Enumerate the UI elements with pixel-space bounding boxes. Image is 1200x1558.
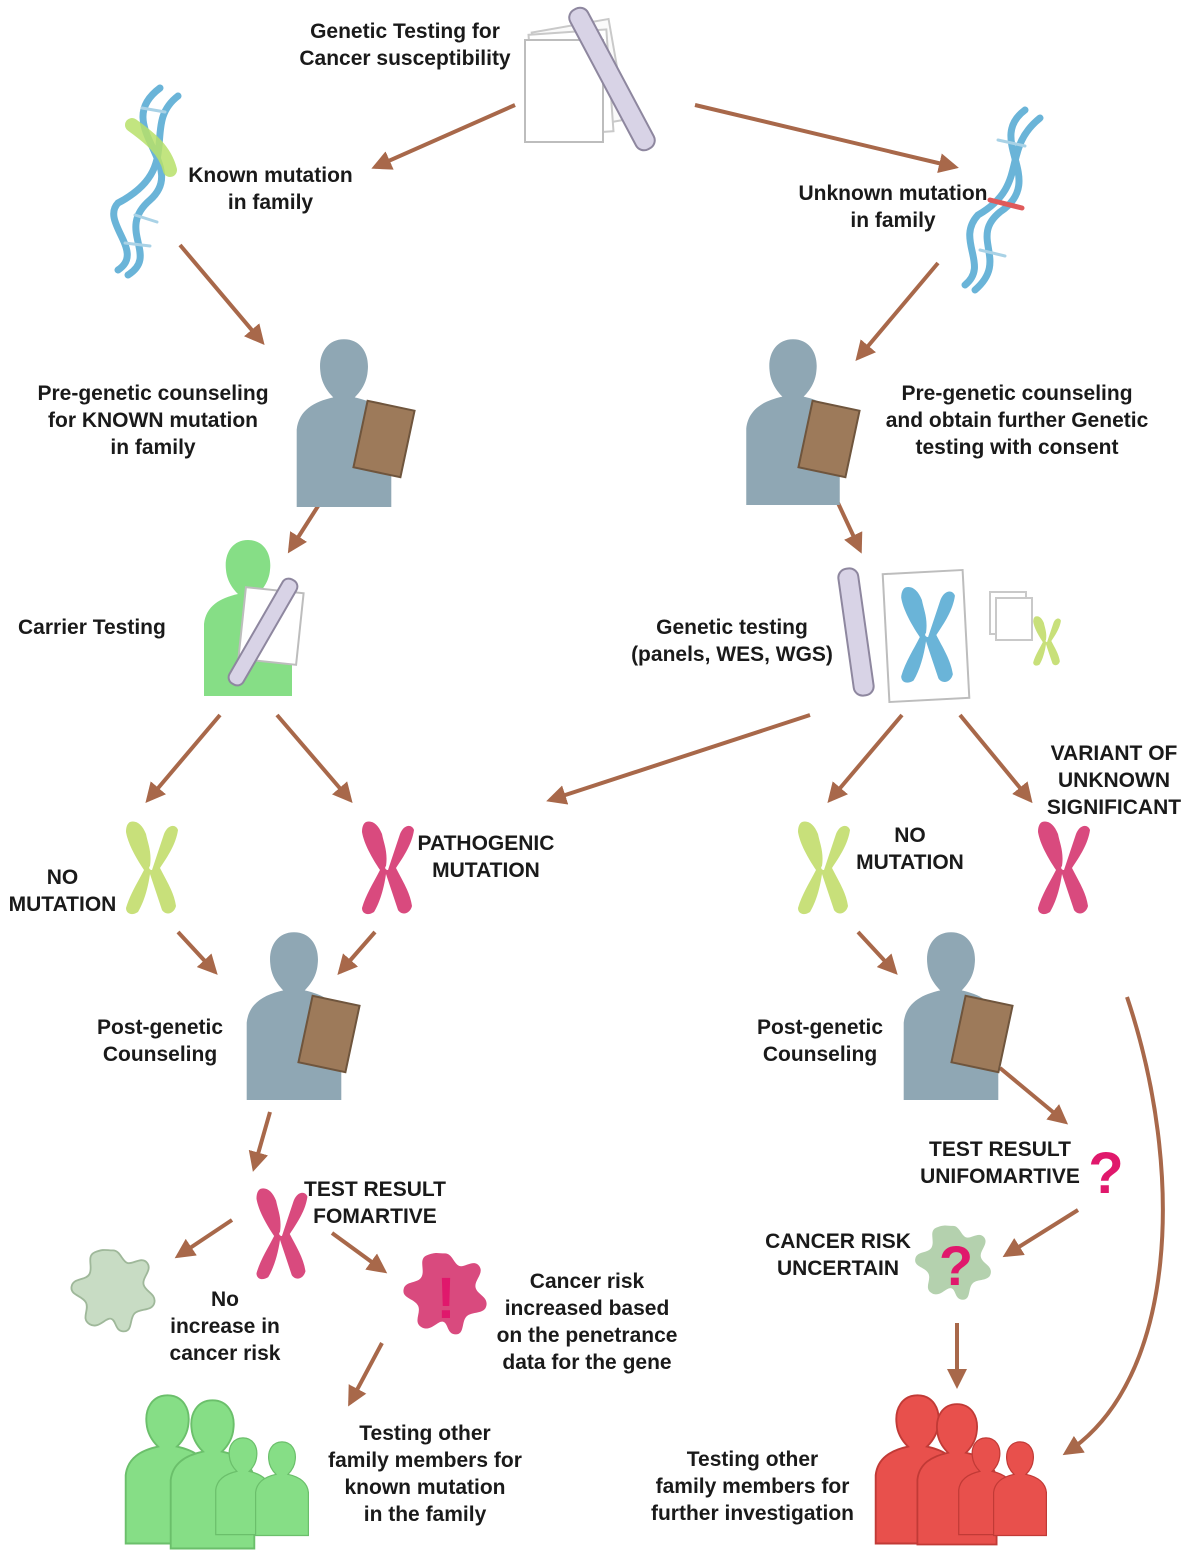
counselor-post-right-icon	[903, 932, 1014, 1100]
arrow-carrier-to-no-mutation	[145, 713, 222, 804]
chromosome-no-mutation-left-icon	[126, 821, 178, 915]
genetic-testing-icons	[837, 567, 1061, 704]
arrow-pre-to-genetic	[836, 502, 863, 554]
counselor-pre-unknown-icon	[746, 339, 861, 505]
label-cancer-risk-uncertain: CANCER RISK UNCERTAIN	[765, 1230, 911, 1280]
label-pre-counseling-unknown: Pre-genetic counseling and obtain furthe…	[885, 382, 1149, 459]
dna-unknown-mutation-icon	[961, 106, 1044, 294]
arrow-top-to-known	[371, 103, 516, 170]
arrow-post-to-result	[248, 1111, 272, 1172]
counselor-post-left-icon	[246, 932, 361, 1100]
arrow-top-to-unknown	[694, 103, 959, 174]
arrow-risk-to-family-known	[348, 1342, 384, 1407]
arrow-genetic-to-vus	[958, 713, 1033, 804]
arrow-result-to-uncertain	[1002, 1208, 1080, 1258]
arrow-genetic-to-no-mutation	[827, 713, 904, 804]
label-post-counseling-left: Post-genetic Counseling	[96, 1016, 224, 1066]
arrow-pathogenic-to-post	[337, 930, 377, 976]
arrow-no-mutation-to-post	[176, 930, 218, 975]
label-pre-counseling-known: Pre-genetic counseling for KNOWN mutatio…	[37, 382, 269, 459]
arrow-result-to-no-increase	[174, 1218, 234, 1259]
arrow-genetic-to-pathogenic	[546, 713, 811, 805]
label-carrier-testing: Carrier Testing	[18, 616, 166, 639]
exclamation-mark: !	[436, 1266, 455, 1331]
question-mark-uncertain: ?	[939, 1234, 973, 1297]
dna-known-mutation-icon	[110, 84, 182, 279]
carrier-testing-figure-icon	[204, 540, 305, 696]
label-pathogenic-mutation: PATHOGENIC MUTATION	[417, 832, 555, 882]
arrow-no-mutation-right-to-post	[856, 930, 898, 975]
arrow-post-right-to-result	[998, 1066, 1069, 1125]
label-unknown-mutation: Unknown mutation in family	[798, 182, 988, 232]
arrow-known-to-pre	[178, 243, 265, 346]
chromosome-vus-icon	[1038, 821, 1090, 915]
risk-uncertain-icon: ?	[915, 1225, 991, 1300]
label-family-further: Testing other family members for further…	[650, 1448, 855, 1525]
test-documents-icon	[524, 6, 656, 152]
label-risk-increased: Cancer risk increased based on the penet…	[496, 1270, 678, 1374]
arrow-carrier-to-pathogenic	[275, 713, 353, 804]
label-no-increase-risk: No increase in cancer risk	[169, 1288, 281, 1365]
label-no-mutation-right: NO MUTATION	[856, 824, 964, 874]
no-increase-risk-icon	[70, 1249, 156, 1333]
label-family-known: Testing other family members for known m…	[328, 1422, 522, 1526]
arrow-vus-to-family-further	[1062, 996, 1165, 1456]
arrow-result-to-risk-increased	[330, 1231, 388, 1274]
label-test-result-formative: TEST RESULT FOMARTIVE	[304, 1178, 446, 1228]
chromosome-no-mutation-right-icon	[798, 821, 850, 915]
arrow-unknown-to-pre	[855, 261, 940, 362]
risk-increased-icon: !	[403, 1252, 487, 1335]
counselor-pre-known-icon	[296, 339, 416, 507]
label-known-mutation: Known mutation in family	[188, 164, 353, 214]
family-further-group-icon	[874, 1394, 1048, 1546]
label-post-counseling-right: Post-genetic Counseling	[756, 1016, 884, 1066]
arrow-pre-to-carrier	[287, 501, 322, 554]
label-top-title: Genetic Testing for Cancer susceptibilit…	[299, 20, 511, 70]
label-test-result-uninformative: TEST RESULT UNIFOMARTIVE	[920, 1138, 1080, 1188]
question-mark-result: ?	[1088, 1141, 1123, 1206]
label-genetic-testing: Genetic testing (panels, WES, WGS)	[631, 616, 833, 666]
family-known-group-icon	[124, 1394, 310, 1550]
flow-arrows	[145, 103, 1165, 1456]
label-vus: VARIANT OF UNKNOWN SIGNIFICANT	[1046, 742, 1182, 819]
label-no-mutation-left: NO MUTATION	[8, 866, 117, 916]
